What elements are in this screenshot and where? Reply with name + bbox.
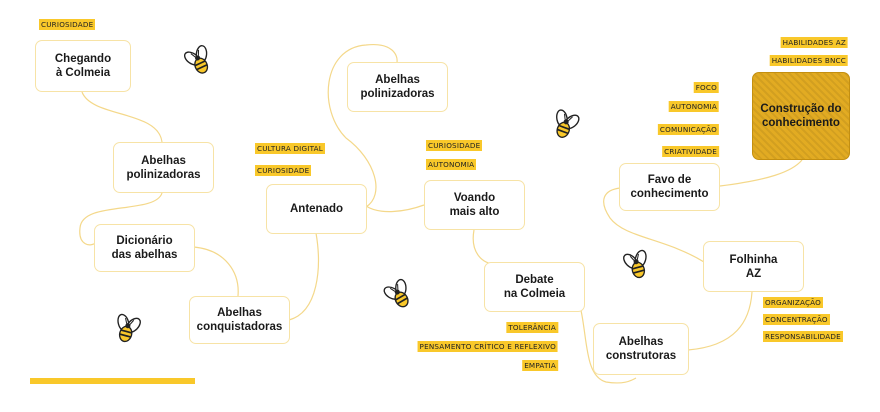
tag-concentracao: CONCENTRAÇÃO: [763, 314, 830, 325]
link-conquistadoras-antenado: [288, 232, 319, 321]
node-folhinha-az[interactable]: Folhinha AZ: [703, 241, 804, 292]
tag-curiosidade-3: CURIOSIDADE: [426, 140, 483, 151]
tag-foco: FOCO: [693, 82, 719, 93]
node-construcao-do-conhecimento[interactable]: Construção do conhecimento: [752, 72, 850, 160]
node-abelhas-polinizadoras-1[interactable]: Abelhas polinizadoras: [113, 142, 214, 193]
node-voando-mais-alto[interactable]: Voando mais alto: [424, 180, 525, 230]
tag-empatia: EMPATIA: [522, 360, 558, 371]
tag-cultura-digital: CULTURA DIGITAL: [255, 143, 325, 154]
tag-criatividade: CRIATIVIDADE: [662, 146, 719, 157]
tag-autonomia-1: AUTONOMIA: [426, 159, 477, 170]
link-folhinha-favo: [603, 187, 705, 263]
link-antenado-polinizadoras: [327, 43, 398, 208]
yellow-underline-bar: [30, 378, 195, 384]
tag-organizacao: ORGANIZAÇÃO: [763, 297, 824, 308]
tag-habilidades-bncc: HABILIDADES BNCC: [769, 55, 848, 66]
bee-icon: [383, 278, 409, 308]
tag-curiosidade-1: CURIOSIDADE: [39, 19, 96, 30]
link-favo-construcao: [719, 159, 803, 187]
link-voando-debate: [472, 229, 501, 265]
node-chegando-a-colmeia[interactable]: Chegando à Colmeia: [35, 40, 131, 92]
tag-responsabilidade: RESPONSABILIDADE: [763, 331, 843, 342]
node-favo-de-conhecimento[interactable]: Favo de conhecimento: [619, 163, 720, 211]
tag-tolerancia: TOLERÂNCIA: [506, 322, 558, 333]
tag-habilidades-az: HABILIDADES AZ: [780, 37, 848, 48]
tag-pensamento-critico: PENSAMENTO CRÍTICO E REFLEXIVO: [417, 341, 558, 352]
node-abelhas-construtoras[interactable]: Abelhas construtoras: [593, 323, 689, 375]
node-antenado[interactable]: Antenado: [266, 184, 367, 234]
link-debate-construtoras: [573, 289, 637, 384]
link-chegando-polinizadoras: [81, 91, 163, 143]
link-polinizadoras-dicionario: [79, 192, 163, 246]
node-dicionario-das-abelhas[interactable]: Dicionário das abelhas: [94, 224, 195, 272]
link-antenado-voando: [365, 204, 425, 213]
node-debate-na-colmeia[interactable]: Debate na Colmeia: [484, 262, 585, 312]
tag-autonomia-2: AUTONOMIA: [668, 101, 719, 112]
tag-comunicacao: COMUNICAÇÃO: [657, 124, 719, 135]
link-dicionario-conquistadoras: [193, 246, 239, 297]
bee-icon: [623, 249, 647, 279]
node-abelhas-polinizadoras-2[interactable]: Abelhas polinizadoras: [347, 62, 448, 112]
node-abelhas-conquistadoras[interactable]: Abelhas conquistadoras: [189, 296, 290, 344]
bee-icon: [183, 45, 209, 74]
bee-icon: [117, 313, 141, 343]
bee-icon: [556, 109, 580, 138]
link-construtoras-folhinha: [687, 291, 753, 351]
tag-curiosidade-2: CURIOSIDADE: [255, 165, 312, 176]
